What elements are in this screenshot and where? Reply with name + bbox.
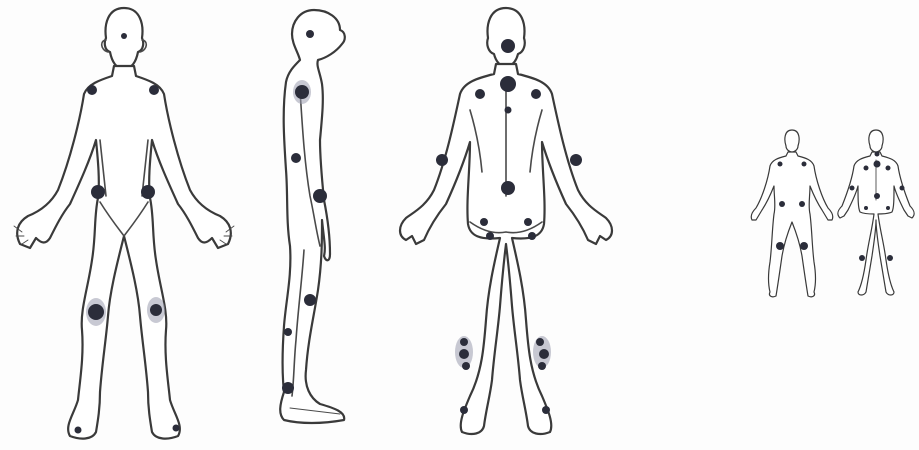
back-marker-left-knee-1 [460, 338, 468, 346]
back-marker-left-buttock [480, 218, 488, 226]
back-marker-right-heel [542, 406, 550, 414]
side-marker-ankle [282, 382, 294, 394]
back-marker-right-elbow [570, 154, 582, 166]
back-marker-left-heel [460, 406, 468, 414]
small-front-marker-right-hip [799, 201, 805, 207]
back-marker-neck [501, 39, 515, 53]
small-back-marker-neck [875, 152, 880, 157]
side-marker-elbow [291, 153, 301, 163]
front-marker-head [121, 33, 127, 39]
back-marker-right-knee-1 [536, 338, 544, 346]
back-marker-left-lower [486, 232, 494, 240]
back-marker-mid-back [505, 107, 512, 114]
back-marker-right-knee-3 [538, 362, 546, 370]
side-marker-knee [304, 294, 316, 306]
small-back-marker-lower-back [874, 193, 880, 199]
back-marker-right-shoulder [531, 89, 541, 99]
front-marker-right-knee [150, 304, 162, 316]
side-marker-head [306, 30, 314, 38]
back-marker-upper-back [500, 76, 516, 92]
figure-front [14, 8, 234, 439]
front-torso-outline [17, 66, 231, 439]
figure-back-small [838, 130, 914, 295]
back-head-outline [487, 8, 525, 68]
small-front-body-outline [751, 130, 833, 297]
back-marker-left-elbow [436, 154, 448, 166]
small-back-marker-left-shoulder [864, 166, 869, 171]
small-back-marker-left-knee [859, 255, 865, 261]
small-back-marker-right-shoulder [886, 166, 891, 171]
front-marker-left-shoulder [87, 85, 97, 95]
front-marker-left-foot [75, 427, 82, 434]
side-marker-hip [313, 189, 327, 203]
front-marker-left-knee [88, 304, 104, 320]
small-back-marker-upper-back [874, 161, 881, 168]
back-marker-left-knee-2 [459, 349, 469, 359]
small-front-marker-left-knee [776, 242, 784, 250]
side-marker-shoulder [295, 85, 309, 99]
small-back-marker-right-knee [887, 255, 893, 261]
back-marker-left-knee-3 [462, 362, 470, 370]
back-marker-right-knee-2 [539, 349, 549, 359]
small-back-marker-right-elbow [900, 186, 905, 191]
side-marker-shin [284, 328, 292, 336]
back-marker-lower-back [501, 181, 515, 195]
front-marker-right-shoulder [149, 85, 159, 95]
small-front-marker-right-shoulder [802, 162, 807, 167]
small-front-marker-right-knee [800, 242, 808, 250]
side-body-outline [280, 10, 345, 423]
small-back-marker-left-elbow [850, 186, 855, 191]
figure-back [400, 8, 612, 434]
back-marker-right-lower [528, 232, 536, 240]
figure-front-small [751, 130, 833, 297]
back-marker-left-shoulder [475, 89, 485, 99]
front-marker-right-foot [173, 425, 180, 432]
small-front-marker-left-shoulder [778, 162, 783, 167]
small-back-marker-right-buttock [886, 206, 890, 210]
small-back-marker-left-buttock [864, 206, 868, 210]
back-marker-right-buttock [524, 218, 532, 226]
small-front-marker-left-hip [779, 201, 785, 207]
front-marker-right-hip [141, 185, 155, 199]
figure-side [280, 10, 345, 423]
front-marker-left-hip [91, 185, 105, 199]
